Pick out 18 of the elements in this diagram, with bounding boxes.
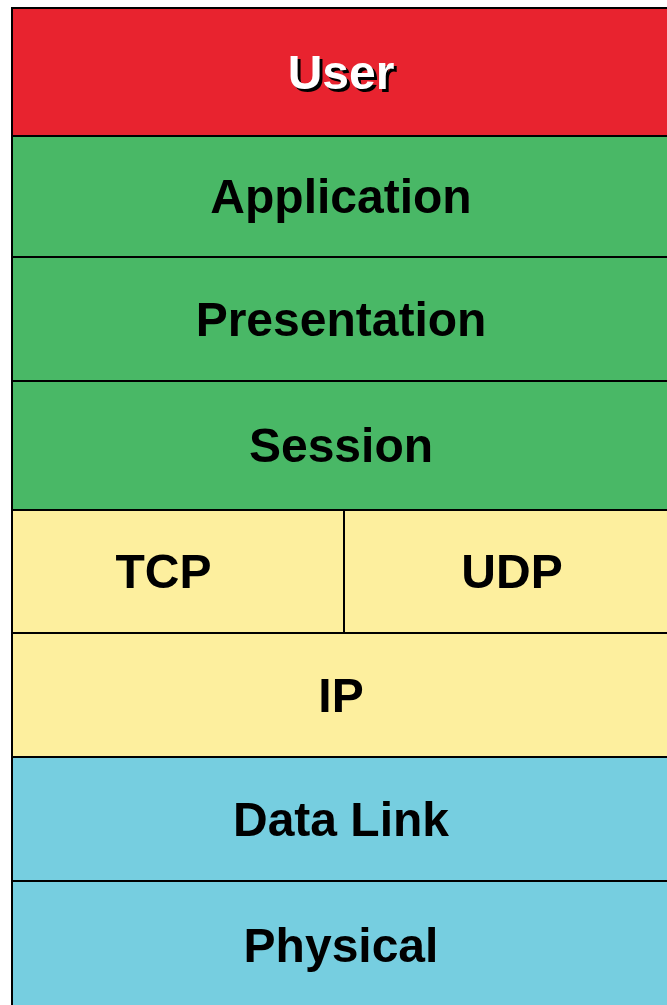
layer-label: Session	[248, 418, 434, 473]
layer-label: User	[287, 44, 395, 100]
layer-band	[11, 135, 667, 258]
layer-label: TCP	[115, 544, 212, 599]
layer-band	[343, 509, 667, 634]
layer-band	[11, 509, 346, 634]
layer-label: Presentation	[195, 291, 487, 347]
layer-label: UDP	[461, 544, 563, 599]
layer-label: Physical	[243, 917, 439, 973]
layer-band	[11, 256, 667, 382]
layer-band	[11, 632, 667, 758]
layer-band	[11, 7, 667, 137]
layer-label: Data Link	[232, 791, 449, 847]
layer-label: Application	[210, 169, 472, 224]
layer-band	[11, 380, 667, 511]
layer-band	[11, 880, 667, 1005]
layer-label: IP	[318, 667, 364, 723]
layer-band	[11, 756, 667, 882]
